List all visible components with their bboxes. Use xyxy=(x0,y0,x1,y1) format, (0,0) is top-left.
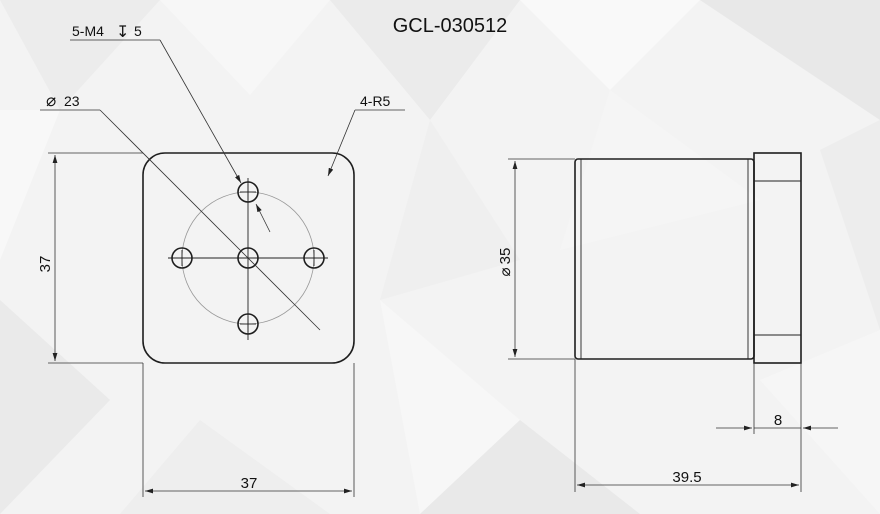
flange-length-dimension: 8 xyxy=(716,363,838,434)
side-body xyxy=(574,158,755,360)
front-outline xyxy=(142,152,355,364)
side-length-label: 39.5 xyxy=(672,469,701,486)
hole-bottom xyxy=(237,313,259,335)
side-view xyxy=(574,152,802,364)
drawing-title: GCL-030512 xyxy=(393,15,508,37)
thread-depth-label: 5 xyxy=(134,23,142,39)
hole-center xyxy=(237,247,259,269)
front-view xyxy=(142,152,355,364)
hole-top xyxy=(237,181,259,203)
side-length-dimension: 39.5 xyxy=(574,359,802,492)
hole-right xyxy=(303,247,325,269)
front-width-dimension: 37 xyxy=(142,363,355,497)
side-diameter-icon: ⌀ xyxy=(497,267,514,276)
side-diameter-dimension: ⌀ 35 xyxy=(497,158,575,360)
thread-depth-icon: ↧ xyxy=(116,24,129,41)
flange-length-label: 8 xyxy=(774,412,782,429)
front-height-dimension: 37 xyxy=(37,152,143,364)
side-diameter-label: 35 xyxy=(497,248,514,265)
thread-callout: 5-M4 ↧ 5 xyxy=(70,23,242,184)
hole-left xyxy=(171,247,193,269)
front-width-label: 37 xyxy=(241,475,258,492)
pcd-diameter-icon: ⌀ xyxy=(46,91,56,110)
side-flange xyxy=(753,152,802,364)
radius-callout: 4-R5 xyxy=(327,93,405,177)
corner-radius-label: 4-R5 xyxy=(360,93,391,109)
thread-spec-label: 5-M4 xyxy=(72,23,104,39)
front-height-label: 37 xyxy=(37,256,54,273)
pcd-callout: ⌀ 23 xyxy=(40,91,321,331)
pcd-value-label: 23 xyxy=(64,93,80,109)
